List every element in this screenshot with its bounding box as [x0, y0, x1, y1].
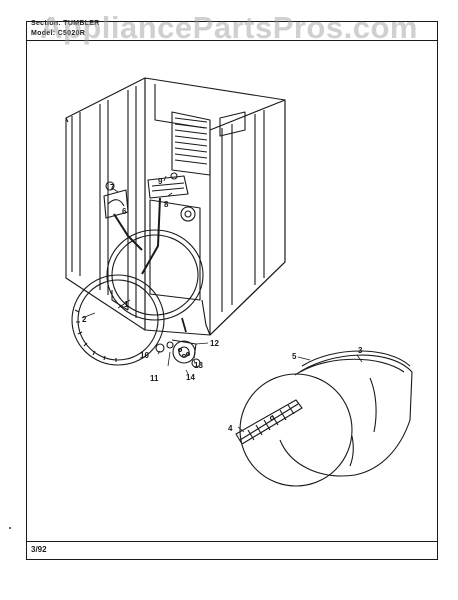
- callout-2: 2: [82, 315, 87, 324]
- model-value: C5020R: [57, 30, 86, 37]
- callout-11: 11: [150, 374, 159, 383]
- callout-3: 3: [358, 346, 363, 355]
- callout-7: 7: [110, 183, 115, 192]
- callout-6: 6: [122, 207, 127, 216]
- diagram-frame: [26, 21, 438, 560]
- callout-1: 1: [124, 300, 129, 309]
- callout-8: 8: [164, 200, 169, 209]
- callout-13: 13: [194, 361, 203, 370]
- model-header: Model: C5020R: [31, 30, 85, 37]
- front-support-ring: [71, 274, 165, 366]
- watermark: AppliancePartsPros.com: [40, 10, 418, 45]
- bearing-assembly: [155, 317, 201, 368]
- callout-5: 5: [292, 352, 297, 361]
- header-rule: [26, 40, 438, 41]
- section-value: TUMBLER: [63, 20, 100, 27]
- scan-speck: [9, 527, 11, 529]
- footer-date-code: 3/92: [31, 545, 47, 554]
- section-label: Section:: [31, 20, 62, 27]
- callout-12: 12: [210, 339, 219, 348]
- footer-rule: [26, 541, 438, 542]
- model-label: Model:: [31, 30, 56, 37]
- callout-14: 14: [186, 373, 195, 382]
- control-bracket: [141, 172, 189, 275]
- tumbler-drum: [239, 350, 413, 487]
- section-header: Section: TUMBLER: [31, 20, 100, 27]
- rear-seal-ring: [106, 229, 204, 321]
- callout-9: 9: [158, 177, 163, 186]
- callout-4: 4: [228, 424, 233, 433]
- cabinet-frame: [65, 77, 286, 336]
- callout-10: 10: [140, 351, 149, 360]
- drum-baffle: [235, 399, 303, 445]
- sensor-assembly: [103, 181, 143, 251]
- leader-lines: [81, 175, 363, 433]
